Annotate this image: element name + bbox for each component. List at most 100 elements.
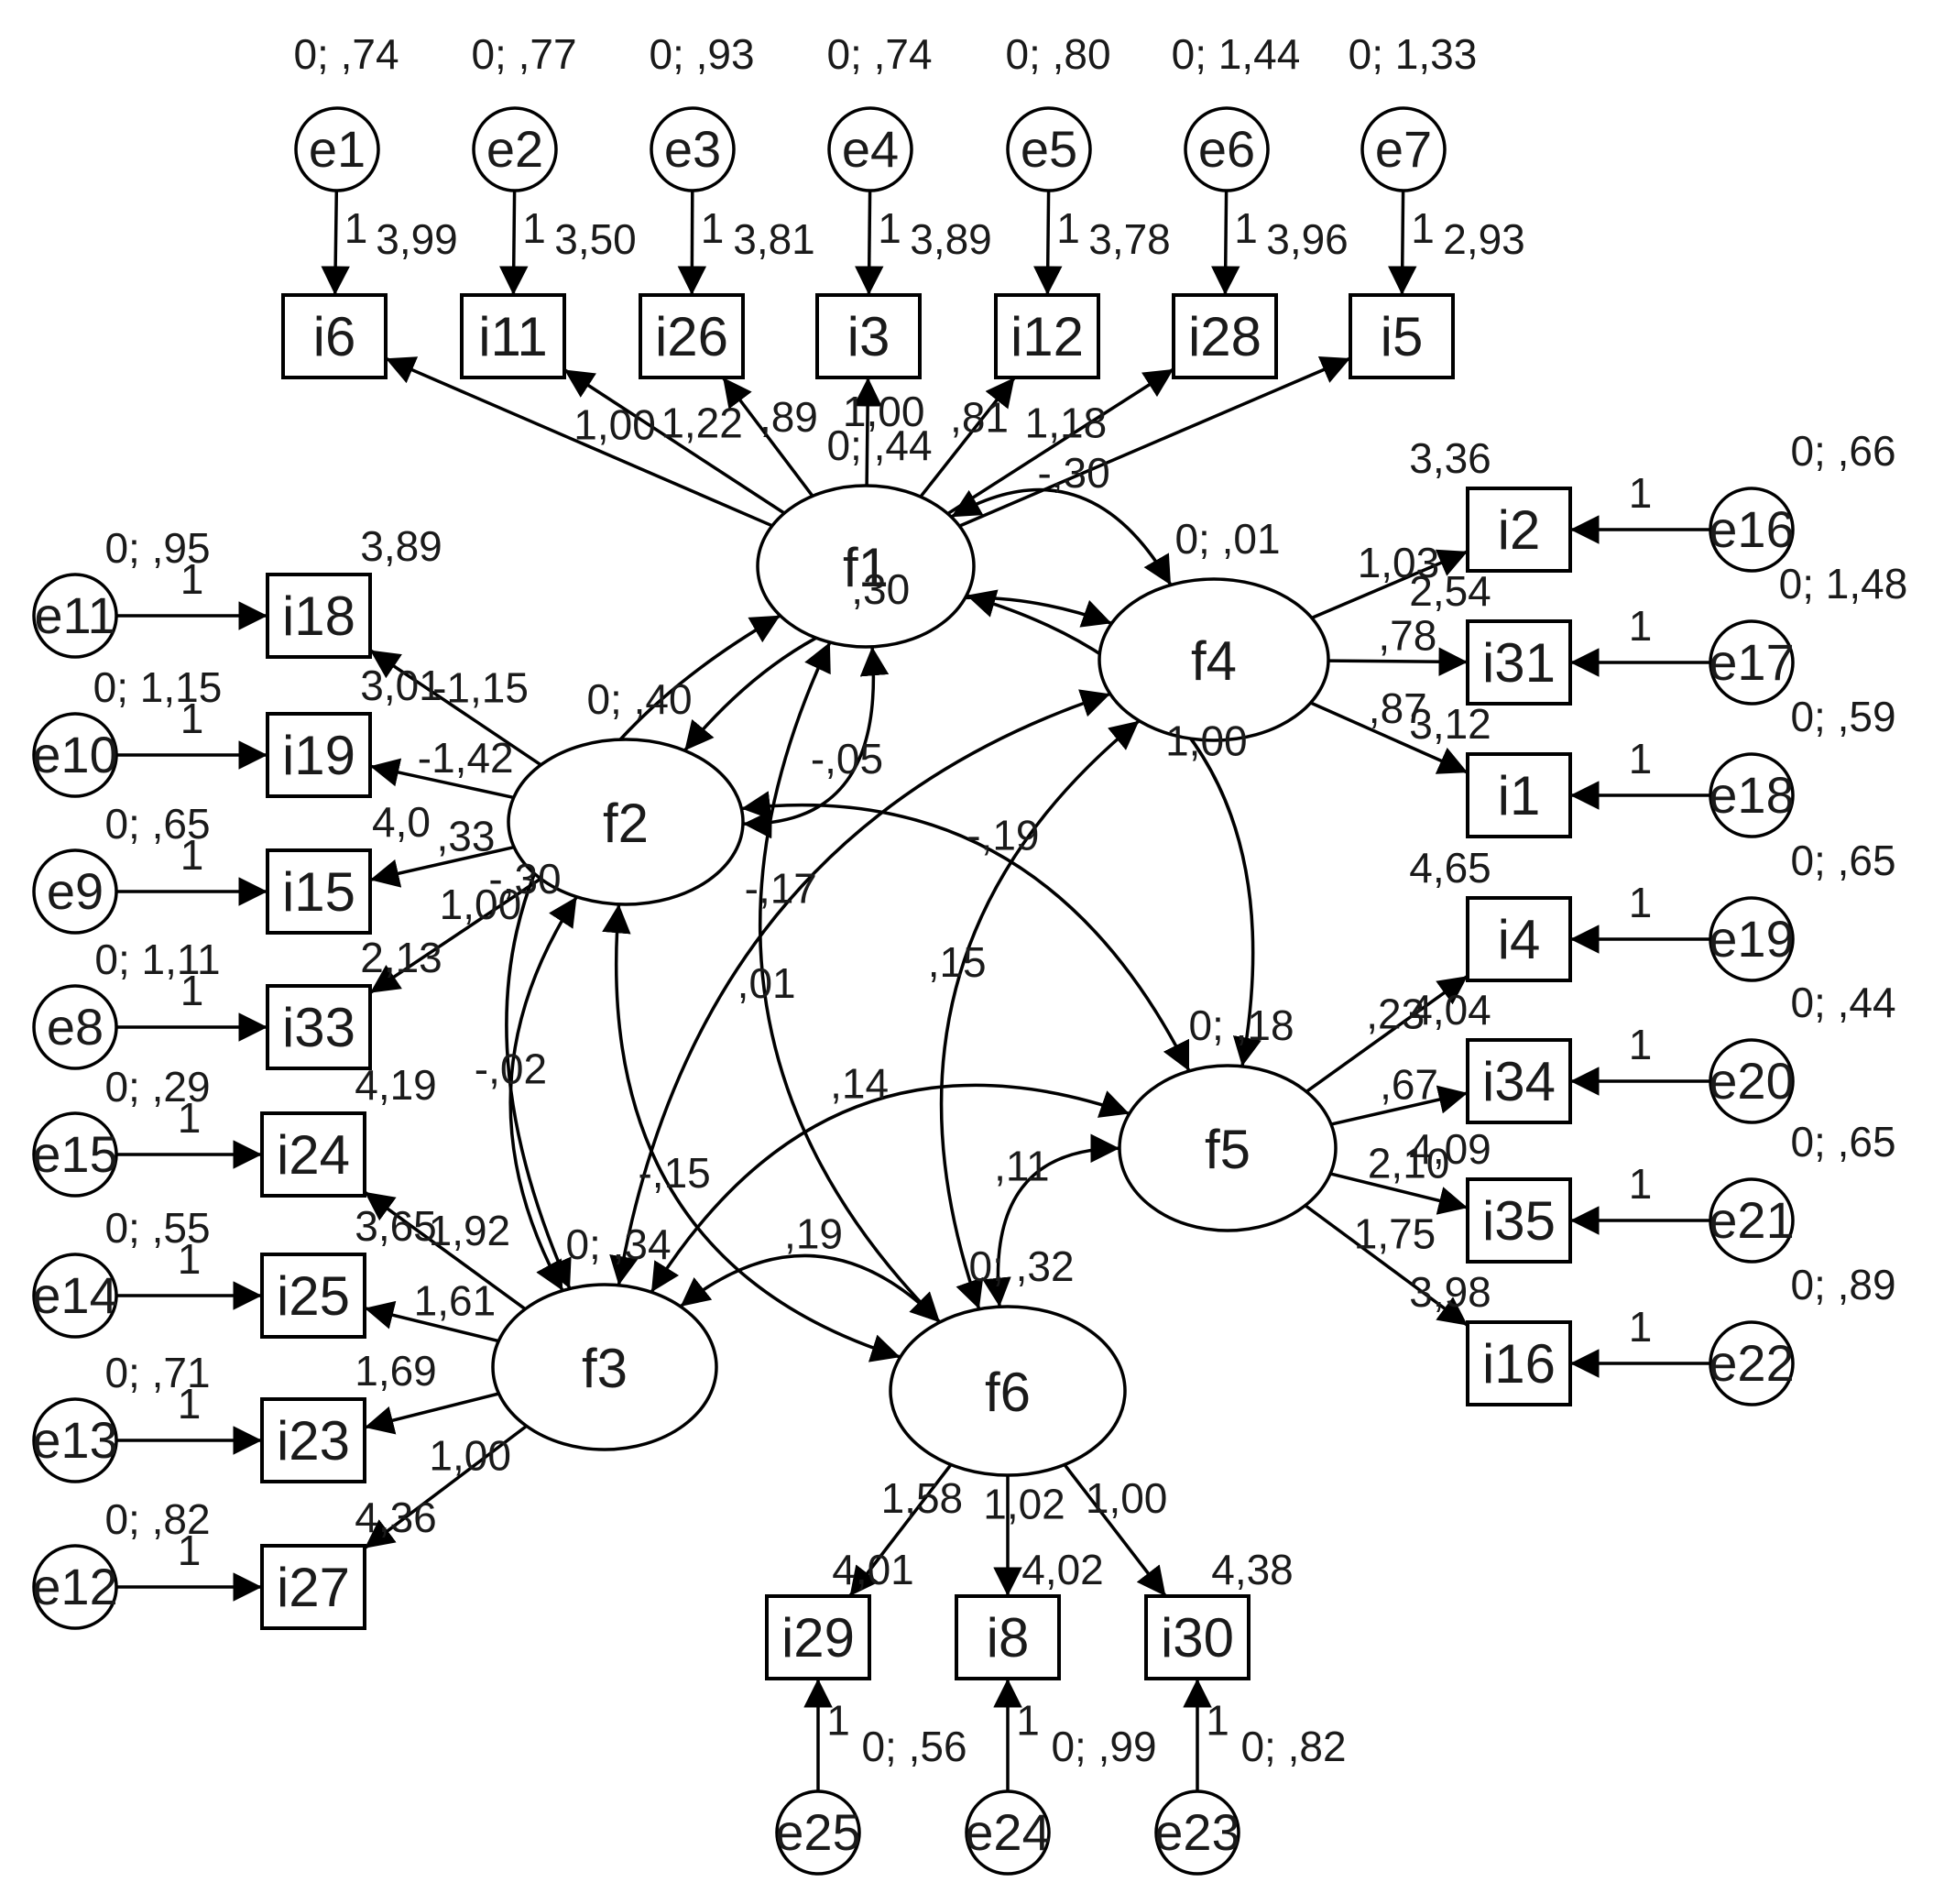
error-variance-e19: 0; ,65 [1790, 837, 1895, 884]
covariance-estimate-f2-f6: -,15 [638, 1149, 710, 1197]
indicator-box [1466, 1038, 1572, 1124]
intercept-i19: 3,01 [360, 662, 442, 709]
error-term-e3: e3 [650, 106, 736, 192]
error-weight-e18: 1 [1629, 735, 1653, 782]
indicator-label: i30 [1161, 1607, 1234, 1669]
indicator-label: i26 [655, 306, 728, 367]
indicator-label: i2 [1498, 499, 1541, 561]
error-weight-e19: 1 [1629, 879, 1653, 926]
factor-variance-f5: 0; ,18 [1188, 1001, 1294, 1049]
error-circle [1006, 106, 1092, 192]
error-weight-e12: 1 [178, 1526, 202, 1574]
indicator-i6: i6 [281, 293, 388, 379]
error-label: e22 [1709, 1334, 1794, 1392]
indicator-label: i19 [282, 725, 355, 786]
error-weight-e23: 1 [1206, 1697, 1229, 1745]
indicator-label: i8 [987, 1607, 1030, 1669]
intercept-i12: 3,78 [1088, 215, 1171, 263]
covariance-f1-f6 [759, 641, 941, 1324]
covariance-estimate-f3-f5: ,14 [830, 1060, 889, 1108]
estimates: -,05-,30-,30,30-,19-,15,19,15,14,11-,021… [93, 30, 1908, 1770]
intercept-i5: 2,93 [1443, 215, 1525, 263]
error-term-e4: e4 [827, 106, 913, 192]
error-term-e25: e25 [775, 1789, 861, 1876]
factor-label: f2 [603, 793, 649, 854]
error-circle [32, 573, 118, 659]
error-variance-e6: 0; 1,44 [1172, 30, 1301, 78]
intercept-i34: 4,04 [1409, 986, 1491, 1034]
error-weight-e2: 1 [522, 204, 546, 252]
indicator-box [260, 1111, 366, 1198]
error-weight-e9: 1 [180, 831, 204, 879]
error-label: e9 [47, 862, 104, 920]
error-variance-e3: 0; ,93 [649, 30, 754, 78]
loading-f1-i26 [721, 376, 814, 498]
indicator-box [1466, 1177, 1572, 1264]
loading-estimate-i4: ,23 [1366, 990, 1425, 1038]
loading-f3-i27 [363, 1425, 528, 1550]
intercept-i6: 3,99 [376, 215, 458, 263]
indicator-i33: i33 [266, 984, 372, 1070]
error-variance-e10: 0; 1,15 [93, 663, 223, 711]
error-variance-e8: 0; 1,11 [94, 936, 220, 983]
error-variance-e22: 0; ,89 [1790, 1261, 1895, 1308]
error-weight-e7: 1 [1411, 204, 1435, 252]
error-variance-e20: 0; ,44 [1790, 979, 1895, 1026]
error-variance-e5: 0; ,80 [1005, 30, 1110, 78]
error-circle [650, 106, 736, 192]
error-path-e3 [677, 190, 707, 296]
error-variance-e9: 0; ,65 [104, 800, 210, 848]
loading-f2-i18 [369, 649, 542, 767]
error-label: e14 [32, 1266, 117, 1324]
loading-f2-i19 [369, 758, 515, 800]
error-term-e7: e7 [1360, 106, 1447, 192]
error-weight-e6: 1 [1234, 204, 1258, 252]
indicator-label: i16 [1482, 1333, 1556, 1395]
indicator-box [1466, 487, 1572, 573]
indicator-label: i12 [1010, 306, 1084, 367]
error-path-e2 [498, 190, 529, 296]
error-term-e19: e19 [1709, 896, 1795, 982]
error-circle [32, 712, 118, 798]
loading-estimate-i30: 1,00 [1086, 1474, 1168, 1522]
loading-f4-i1 [1309, 701, 1469, 774]
latent-factor-f1: f1 [756, 484, 976, 649]
error-label: e10 [32, 726, 117, 783]
indicator-box [955, 1594, 1061, 1680]
covariance-estimate-f4-f6: ,15 [928, 938, 987, 986]
indicator-i2: i2 [1466, 487, 1572, 573]
intercept-i2: 3,36 [1409, 434, 1491, 482]
error-variance-e25: 0; ,56 [861, 1723, 967, 1770]
indicator-label: i4 [1498, 909, 1541, 970]
error-weight-e13: 1 [178, 1380, 202, 1428]
indicator-label: i27 [277, 1557, 350, 1618]
error-term-e17: e17 [1709, 619, 1795, 706]
covariance-estimate-f1-f6: ,01 [737, 959, 796, 1007]
error-weight-e25: 1 [826, 1697, 850, 1745]
loading-f1-i6 [385, 356, 773, 528]
error-weight-e1: 1 [344, 204, 368, 252]
error-circle [827, 106, 913, 192]
error-arrows [116, 190, 1710, 1791]
indicator-i8: i8 [955, 1594, 1061, 1680]
covariance-f4-f6 [939, 719, 1141, 1310]
covariance-estimate-f2-f3: -,02 [475, 1045, 547, 1093]
error-term-e9: e9 [32, 848, 118, 935]
factor-variance-f3: 0; ,34 [565, 1220, 671, 1268]
error-weight-e4: 1 [878, 204, 901, 252]
error-path-e4 [854, 190, 884, 296]
loading-estimate-i15: ,33 [436, 813, 495, 860]
error-term-e23: e23 [1154, 1789, 1240, 1876]
intercept-i4: 4,65 [1409, 844, 1491, 892]
loading-estimate-i1: ,87 [1369, 684, 1427, 732]
error-label: e23 [1154, 1803, 1240, 1861]
covariance-estimate-f3-f4: -,17 [745, 864, 817, 912]
indicator-i12: i12 [994, 293, 1100, 379]
factor-label: f5 [1205, 1119, 1251, 1180]
factor-variance-f2: 0; ,40 [586, 675, 692, 723]
indicator-box [1172, 293, 1278, 379]
error-variance-e14: 0; ,55 [104, 1204, 210, 1252]
indicator-label: i3 [847, 306, 890, 367]
